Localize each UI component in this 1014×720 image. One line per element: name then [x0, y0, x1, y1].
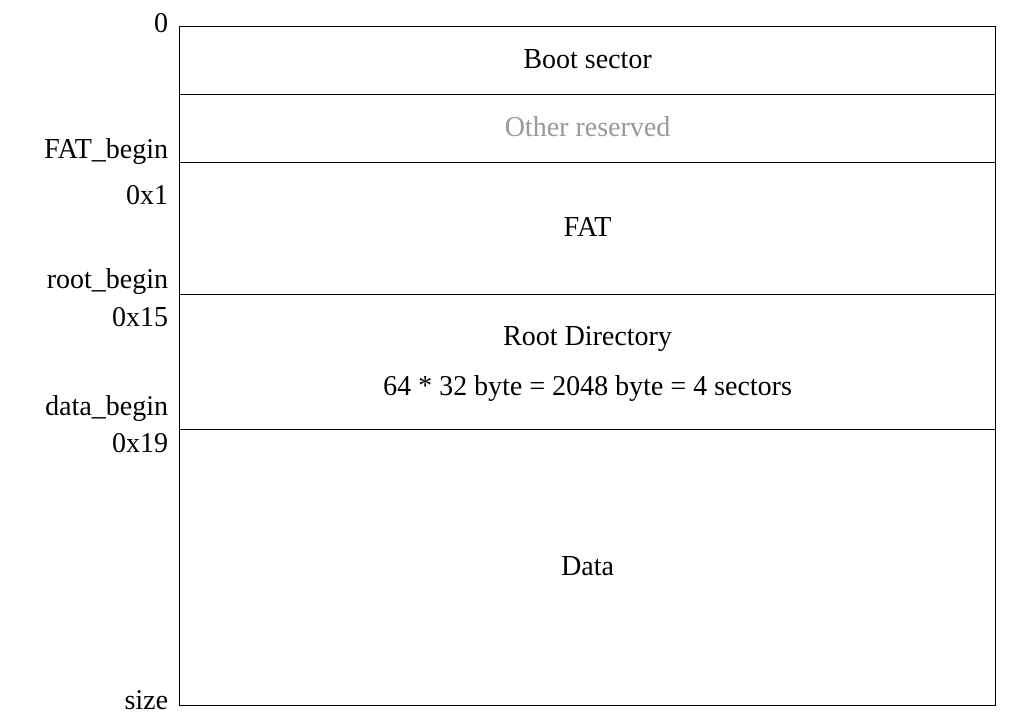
region-other-reserved-label: Other reserved — [504, 112, 671, 144]
memory-layout-box: Boot sector Other reserved FAT Root Dire… — [179, 26, 996, 706]
marker-root-begin-address: 0x15 — [112, 302, 168, 333]
region-root-directory-size: 64 * 32 byte = 2048 byte = 4 sectors — [383, 371, 792, 402]
region-boot-sector-label: Boot sector — [523, 44, 652, 76]
region-root-directory: Root Directory 64 * 32 byte = 2048 byte … — [180, 295, 995, 430]
marker-start: 0 — [154, 8, 168, 39]
marker-end-size: size — [124, 685, 168, 716]
region-fat-label: FAT — [563, 212, 612, 244]
region-data: Data — [180, 430, 995, 705]
marker-fat-begin: FAT_begin — [44, 134, 168, 165]
region-fat: FAT — [180, 163, 995, 295]
marker-root-begin: root_begin — [46, 264, 168, 295]
region-root-directory-label: Root Directory — [503, 320, 672, 352]
region-data-label: Data — [561, 551, 614, 583]
marker-data-begin-address: 0x19 — [112, 428, 168, 459]
marker-fat-begin-address: 0x1 — [126, 180, 168, 211]
region-other-reserved: Other reserved — [180, 95, 995, 163]
region-boot-sector: Boot sector — [180, 27, 995, 95]
marker-data-begin: data_begin — [45, 391, 168, 422]
